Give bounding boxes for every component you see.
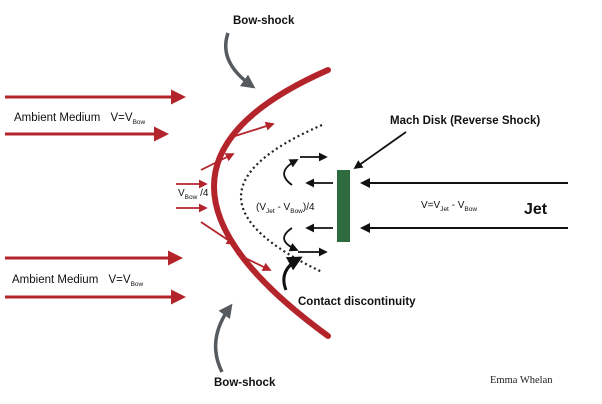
vjet-vbow-quarter-label: (VJet - VBow)/4: [256, 202, 315, 215]
shocked-arrow: [236, 253, 272, 271]
curved-pointer-icon: [223, 32, 256, 89]
author-credit: Emma Whelan: [490, 375, 553, 386]
curved-pointer-icon: [213, 303, 233, 373]
mach-disk-label: Mach Disk (Reverse Shock): [390, 115, 540, 127]
bow-shock-top-label: Bow-shock: [233, 15, 295, 27]
ambient-medium-top-label: Ambient Medium V=VBow: [14, 112, 146, 126]
jet-label: Jet: [524, 201, 548, 218]
jet-velocity-label: V=VJet - VBow: [421, 200, 477, 213]
mach-disk: [337, 170, 350, 242]
bow-shock-bottom-label: Bow-shock: [214, 377, 276, 389]
bow-shock-curve: [211, 67, 331, 339]
shocked-region-arrows: [176, 121, 275, 271]
jet-arrows: [360, 178, 568, 233]
shocked-arrow: [200, 153, 235, 171]
ambient-arrows: [5, 89, 186, 305]
backflow-curl-arrow: [283, 227, 299, 252]
shocked-arrow: [200, 221, 236, 245]
shocked-arrow: [231, 121, 275, 138]
vbow-quarter-label: VBow /4: [178, 188, 209, 201]
contact-discontinuity-label: Contact discontinuity: [298, 296, 416, 308]
contact-pointer-icon: [282, 256, 303, 291]
backflow-arrows: [283, 152, 333, 257]
ambient-medium-bottom-label: Ambient Medium V=VBow: [12, 274, 144, 288]
backflow-curl-arrow: [283, 159, 299, 186]
mach-disk-pointer-icon: [353, 131, 407, 170]
contact-discontinuity-curve: [240, 123, 323, 273]
